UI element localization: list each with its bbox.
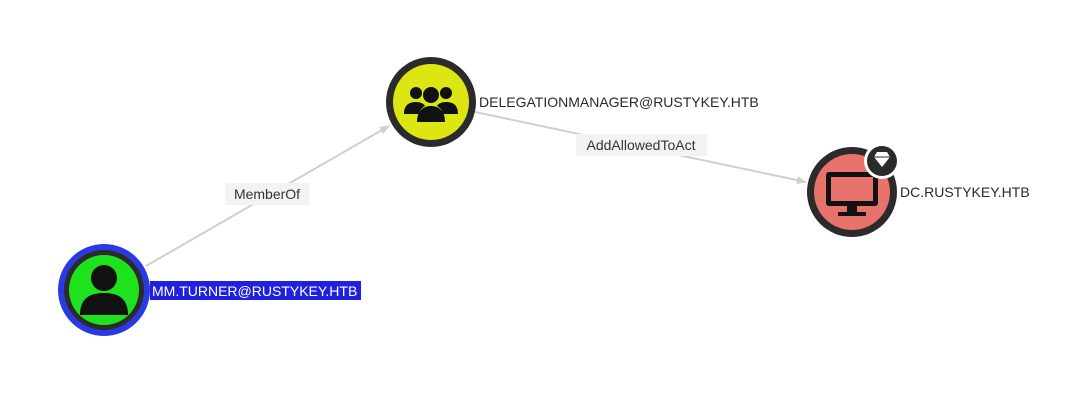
high-value-gem-icon xyxy=(864,143,900,179)
edge-label-addallowedtoact: AddAllowedToAct xyxy=(587,137,696,153)
edge-label-bg xyxy=(225,183,309,205)
edge-label-memberof: MemberOf xyxy=(234,186,300,202)
node-group-delegationmanager[interactable]: DELEGATIONMANAGER@RUSTYKEY.HTB xyxy=(386,57,759,147)
node-computer-dc[interactable]: DC.RUSTYKEY.HTB xyxy=(807,143,1030,237)
node-label-group: DELEGATIONMANAGER@RUSTYKEY.HTB xyxy=(479,94,759,110)
group-icon xyxy=(404,87,458,122)
computer-icon xyxy=(826,172,878,216)
selected-label-highlight xyxy=(150,281,361,300)
edge-label-bg xyxy=(576,134,707,156)
node-label-user: MM.TURNER@RUSTYKEY.HTB xyxy=(152,283,357,299)
node-user-mm-turner[interactable]: MM.TURNER@RUSTYKEY.HTB xyxy=(58,244,361,336)
edge-addallowedtoact[interactable]: AddAllowedToAct xyxy=(474,111,807,185)
node-label-computer: DC.RUSTYKEY.HTB xyxy=(900,184,1030,200)
edge-memberof[interactable]: MemberOf xyxy=(145,125,390,267)
user-icon xyxy=(80,265,128,315)
